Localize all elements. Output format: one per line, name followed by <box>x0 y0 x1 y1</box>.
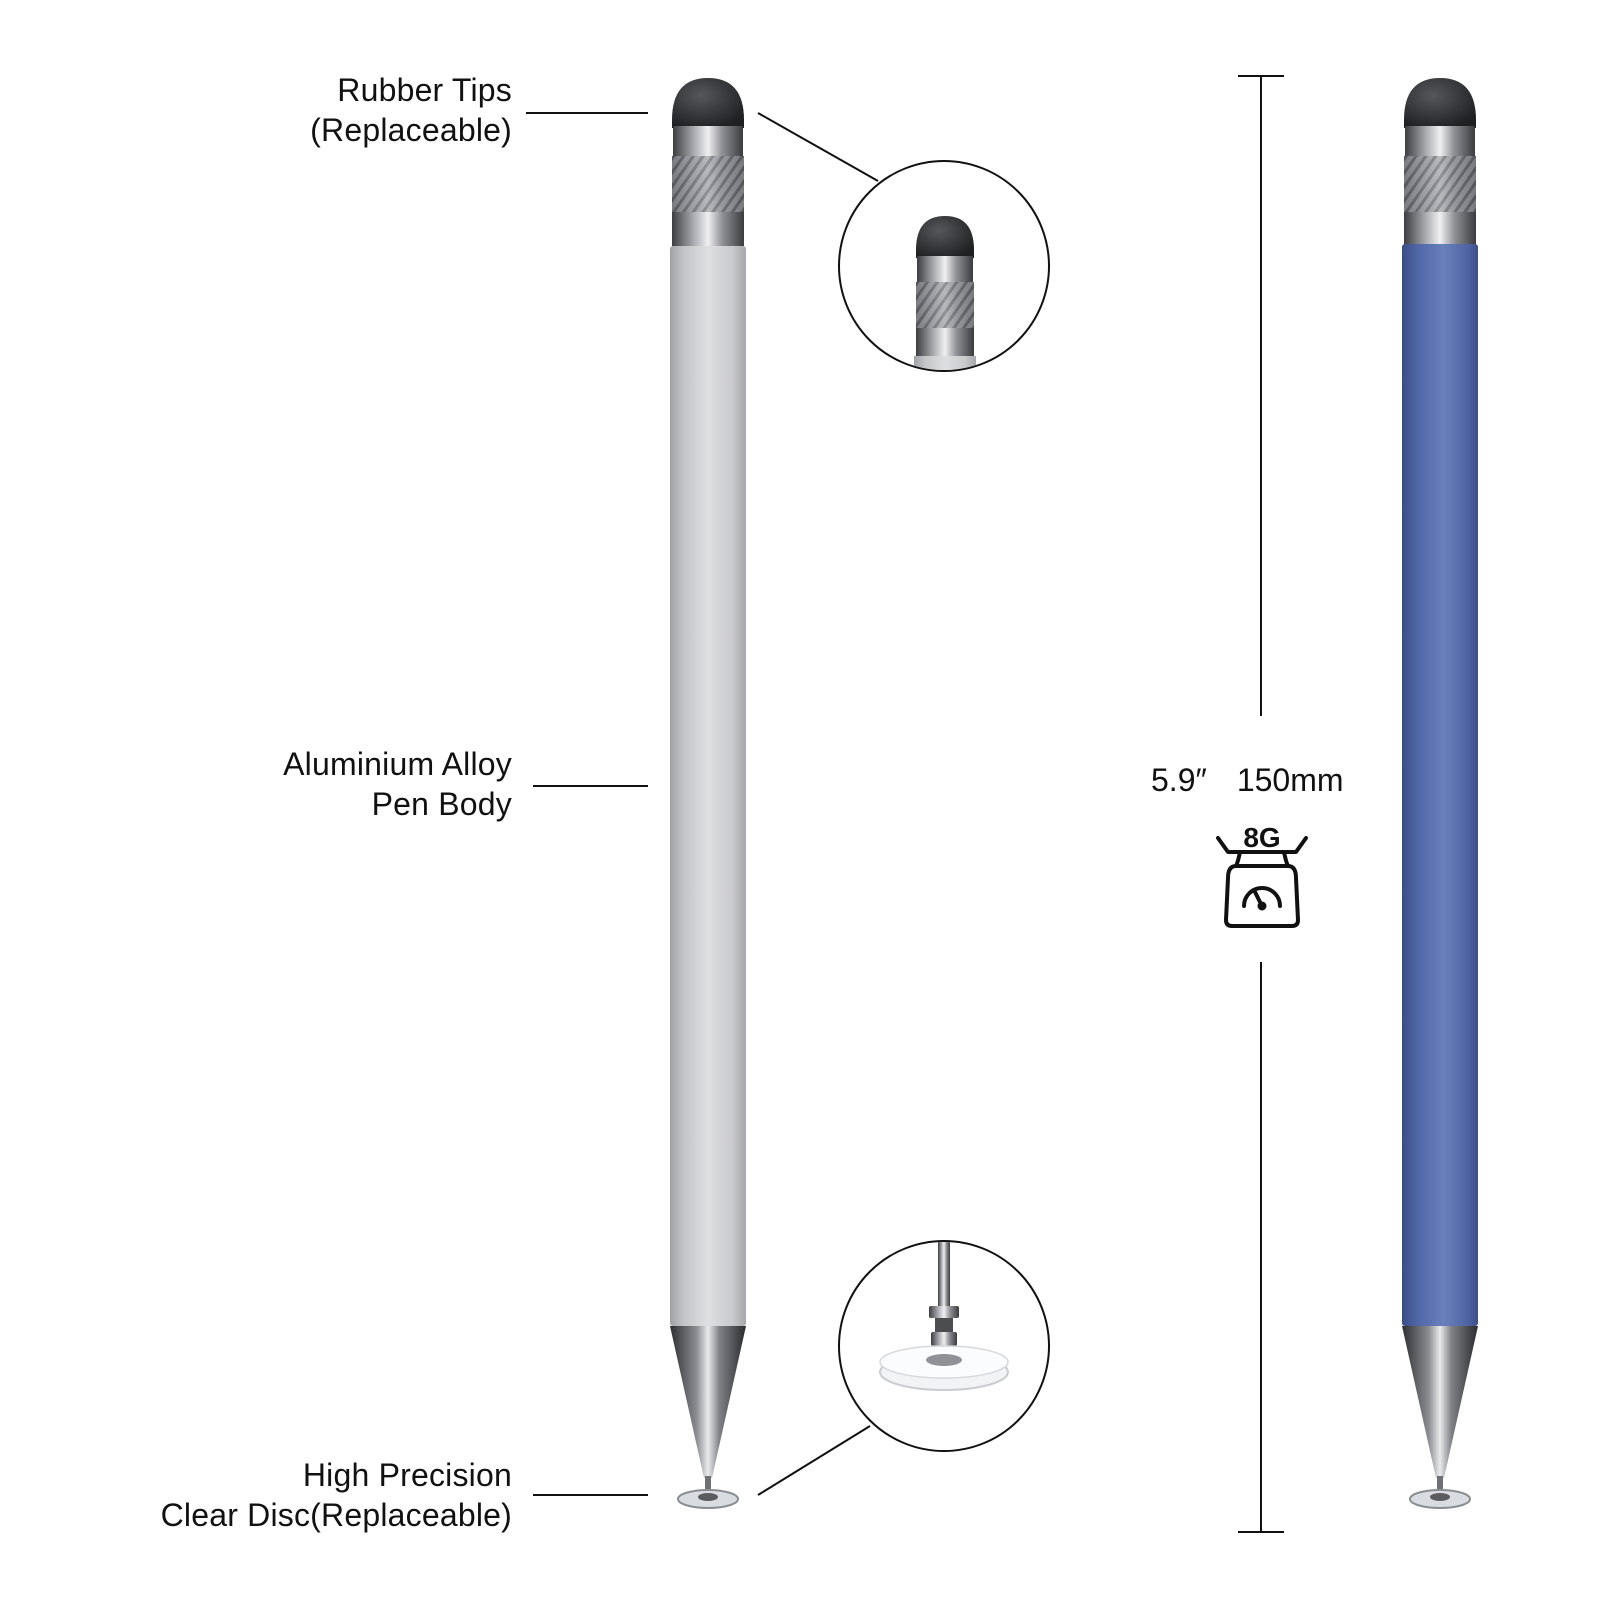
scale-icon: 8G <box>1216 822 1308 928</box>
clear-disc-label-line2: Clear Disc(Replaceable) <box>160 1497 512 1533</box>
zoom-circle-clear-disc <box>838 1240 1050 1452</box>
length-inches: 5.9″ <box>1151 762 1207 798</box>
length-millimeters: 150mm <box>1236 762 1344 798</box>
clear-disc-label-line1: High Precision <box>302 1457 512 1493</box>
rubber-tips-label: Rubber Tips (Replaceable) <box>310 70 512 150</box>
clear-disc-label: High Precision Clear Disc(Replaceable) <box>161 1455 512 1535</box>
silver-stylus-pen <box>670 78 746 1509</box>
length-dimension-text: 5.9″ 150mm <box>1151 760 1371 800</box>
zoom-circle-rubber-tip <box>838 160 1050 372</box>
pen-body-label-line2: Pen Body <box>371 786 512 822</box>
zoom-connector-bottom <box>757 1425 871 1496</box>
rubber-tips-label-line1: Rubber Tips <box>337 72 512 108</box>
zoom-connector-top <box>757 112 879 182</box>
weight-label: 8G <box>1243 822 1280 853</box>
pen-body-label-line1: Aluminium Alloy <box>283 746 512 782</box>
blue-stylus-pen <box>1402 78 1478 1509</box>
pen-body-label: Aluminium Alloy Pen Body <box>283 744 512 824</box>
rubber-tips-label-line2: (Replaceable) <box>310 112 512 148</box>
length-dimension-line <box>1238 75 1284 1533</box>
